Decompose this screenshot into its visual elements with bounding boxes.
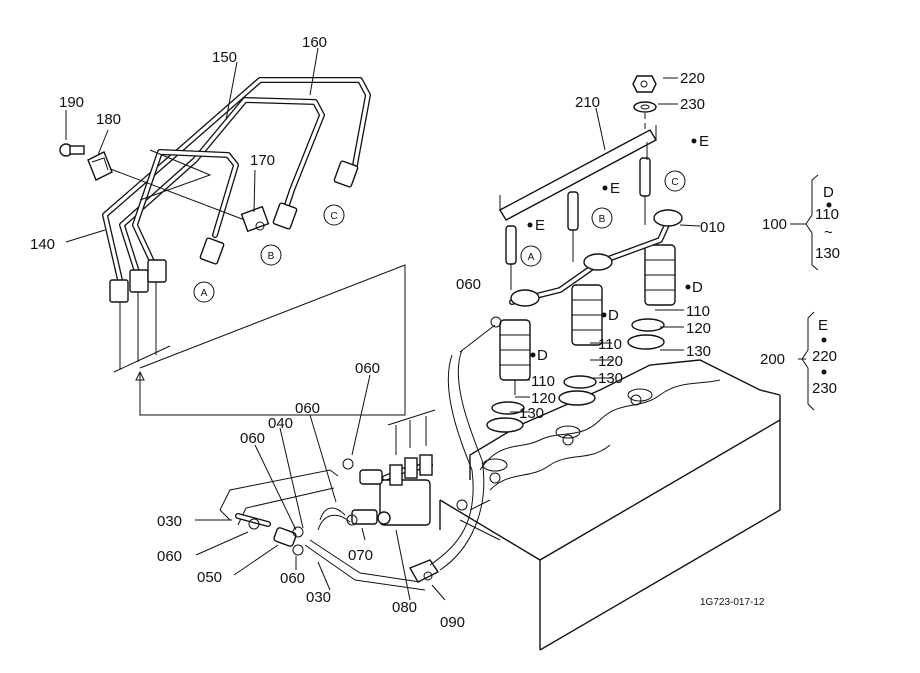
label-010: 010 (700, 219, 725, 236)
label-110-a: 110 (531, 373, 555, 390)
marker-d3: D (692, 279, 703, 296)
label-030-top: 030 (157, 513, 182, 530)
group-100: 100 D 110 ~ 130 (762, 174, 840, 271)
group-200: 200 E 220 230 (760, 311, 837, 411)
label-080: 080 (392, 599, 417, 616)
marker-d1: D (537, 347, 548, 364)
group-100-head: D (823, 184, 834, 201)
label-150: 150 (212, 49, 237, 66)
group-100-first: 110 (815, 206, 839, 223)
label-060-bottom: 060 (157, 548, 182, 565)
label-060-mid: 060 (295, 400, 320, 417)
label-060-filter-top: 060 (355, 360, 380, 377)
group-100-number: 100 (762, 216, 787, 233)
marker-e1: E (535, 217, 545, 234)
label-220: 220 (680, 70, 705, 87)
marker-e2-dot (602, 185, 608, 191)
callout-b-pipes-text: B (268, 251, 275, 262)
label-090: 090 (440, 614, 465, 631)
marker-e2: E (610, 180, 620, 197)
marker-e1-dot (527, 222, 533, 228)
label-190: 190 (59, 94, 84, 111)
part-labels: 160 150 190 180 170 140 220 230 210 010 … (30, 34, 725, 631)
pipe-clamp-170 (240, 205, 270, 233)
markers: D D D E E E (527, 133, 709, 364)
callouts: A B C A B C (193, 170, 686, 303)
leader-lines (65, 47, 701, 601)
callout-c-pipes-text: C (330, 211, 337, 222)
fuel-delivery-group (351, 316, 502, 583)
label-130-a: 130 (519, 405, 544, 422)
callout-a-pipes-text: A (201, 288, 208, 299)
label-160: 160 (302, 34, 327, 51)
group-200-dot2 (821, 369, 827, 375)
label-120-c: 120 (686, 320, 711, 337)
label-060-injector: 060 (456, 276, 481, 293)
callout-b-injector (591, 207, 613, 229)
group-200-dot1 (821, 337, 827, 343)
callout-b-pipes (260, 244, 282, 266)
callout-a-pipes (193, 281, 215, 303)
label-140: 140 (30, 236, 55, 253)
label-180: 180 (96, 111, 121, 128)
callout-c-pipes (323, 204, 345, 226)
marker-e3-dot (691, 138, 697, 144)
label-050: 050 (197, 569, 222, 586)
injector-assemblies (486, 209, 683, 433)
label-060-left: 060 (240, 430, 265, 447)
callout-c-injector-text: C (671, 177, 678, 188)
clamp-180-bolt-190 (59, 143, 113, 181)
label-170: 170 (250, 152, 275, 169)
group-200-head: E (818, 317, 828, 334)
label-070: 070 (348, 547, 373, 564)
label-060-hose: 060 (280, 570, 305, 587)
callout-b-injector-text: B (599, 214, 606, 225)
group-100-dot (826, 202, 832, 208)
label-030-bottom: 030 (306, 589, 331, 606)
group-100-tilde: ~ (824, 224, 833, 241)
glow-plugs-and-lead (499, 75, 657, 290)
drawing-number: 1G723-017-12 (700, 597, 765, 608)
group-200-last: 230 (812, 380, 837, 397)
callout-c-injector (664, 170, 686, 192)
label-110-c: 110 (686, 303, 710, 320)
marker-d2-dot (601, 312, 607, 318)
marker-d3-dot (685, 284, 691, 290)
callout-a-injector (520, 245, 542, 267)
group-100-last: 130 (815, 245, 840, 262)
label-040: 040 (268, 415, 293, 432)
label-110-b: 110 (598, 336, 622, 353)
group-200-number: 200 (760, 351, 785, 368)
callout-a-injector-text: A (528, 252, 535, 263)
marker-d1-dot (530, 352, 536, 358)
group-200-first: 220 (812, 348, 837, 365)
label-130-c: 130 (686, 343, 711, 360)
label-120-b: 120 (598, 353, 623, 370)
injection-pipes (102, 77, 406, 416)
marker-d2: D (608, 307, 619, 324)
label-120-a: 120 (531, 390, 556, 407)
marker-e3: E (699, 133, 709, 150)
label-210: 210 (575, 94, 600, 111)
label-130-b: 130 (598, 370, 623, 387)
fuel-hoses (219, 458, 426, 591)
label-230: 230 (680, 96, 705, 113)
